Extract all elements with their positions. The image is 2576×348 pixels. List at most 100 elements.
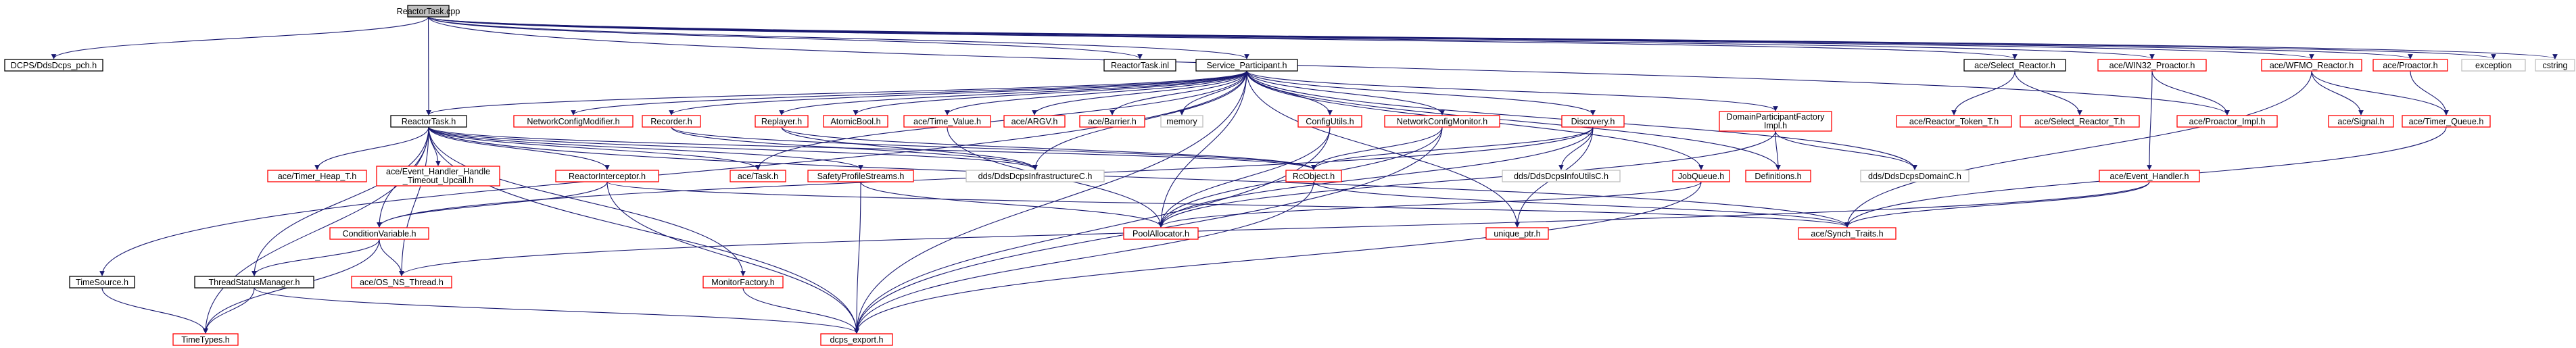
node-label: ReactorTask.h <box>402 117 456 126</box>
node-box <box>2372 59 2448 72</box>
edge-rcobject-to-dcps_export <box>854 181 1314 334</box>
graph-node-barrier[interactable]: ace/Barrier.h <box>1079 115 1145 128</box>
edge <box>779 70 1247 116</box>
graph-node-jobqueue[interactable]: JobQueue.h <box>1672 170 1730 182</box>
edge <box>428 126 1316 170</box>
graph-node-dcps-export[interactable]: dcps_export.h <box>820 333 893 346</box>
graph-node-os-ns-thread[interactable]: ace/OS_NS_Thread.h <box>351 276 452 289</box>
edge-win32_proactor-to-proactor_impl <box>2151 70 2230 116</box>
graph-node-proactor-impl[interactable]: ace/Proactor_Impl.h <box>2176 115 2278 128</box>
graph-node-synch-traits[interactable]: ace/Synch_Traits.h <box>1798 227 1897 240</box>
graph-node-configutils[interactable]: ConfigUtils.h <box>1297 115 1362 128</box>
edge <box>2147 70 2153 170</box>
edge-reactortask_h-to-os_ns_thread <box>399 126 429 276</box>
edge <box>399 126 429 276</box>
graph-node-root[interactable]: ReactorTask.cpp <box>397 5 460 18</box>
graph-node-timetypes[interactable]: TimeTypes.h <box>172 333 239 346</box>
graph-node-unique-ptr[interactable]: unique_ptr.h <box>1485 227 1549 240</box>
edge <box>203 287 255 334</box>
graph-node-cstring: cstring <box>2535 59 2575 72</box>
graph-node-network-config-monitor[interactable]: NetworkConfigMonitor.h <box>1384 115 1500 128</box>
edge-root-to-dcps_pch <box>51 16 429 59</box>
node-box <box>823 115 888 128</box>
graph-node-thread-status-manager[interactable]: ThreadStatusManager.h <box>194 276 314 289</box>
edge <box>671 126 1038 170</box>
node-box <box>820 333 893 346</box>
graph-node-rcobject[interactable]: RcObject.h <box>1285 170 1342 182</box>
edge-service_participant-to-pool_allocator <box>1158 70 1247 228</box>
edge <box>2151 70 2230 116</box>
edge-service_participant-to-task <box>755 70 1247 170</box>
graph-node-win32-proactor[interactable]: ace/WIN32_Proactor.h <box>2097 59 2207 72</box>
edge-wfmo_reactor-to-signal <box>2311 70 2364 116</box>
graph-node-task[interactable]: ace/Task.h <box>730 170 786 182</box>
graph-node-signal[interactable]: ace/Signal.h <box>2328 115 2394 128</box>
edge <box>1313 181 1850 228</box>
node-label: ace/Proactor.h <box>2383 61 2437 70</box>
graph-node-atomicbool[interactable]: AtomicBool.h <box>823 115 888 128</box>
graph-node-wfmo-reactor[interactable]: ace/WFMO_Reactor.h <box>2261 59 2362 72</box>
node-box <box>1719 111 1832 132</box>
graph-node-network-config-modifier[interactable]: NetworkConfigModifier.h <box>513 115 634 128</box>
edge <box>781 126 1316 170</box>
graph-node-reactortask-inl[interactable]: ReactorTask.inl <box>1103 59 1176 72</box>
graph-node-reactortask-h[interactable]: ReactorTask.h <box>390 115 467 128</box>
graph-node-event-handler-upcall[interactable]: ace/Event_Handler_Handle_Timeout_Upcall.… <box>376 166 500 187</box>
node-label: ace/Proactor_Impl.h <box>2189 117 2266 126</box>
edge-reactortask_h-to-rcobject <box>428 126 1316 170</box>
node-label: dds/DdsDcpsDomainC.h <box>1868 172 1961 181</box>
edge-timesource-to-timetypes <box>101 287 208 334</box>
edge-reactortask_h-to-dcps_export <box>428 126 859 334</box>
edge-event_handler-to-synch_traits <box>1844 181 2150 228</box>
graph-node-reactor-interceptor[interactable]: ReactorInterceptor.h <box>555 170 659 182</box>
edge-reactortask_h-to-reactor_interceptor <box>428 126 610 170</box>
node-label: ace/Signal.h <box>2337 117 2384 126</box>
node-box <box>1896 115 2012 128</box>
graph-node-dcps-pch[interactable]: DCPS/DdsDcps_pch.h <box>4 59 103 72</box>
graph-node-service-participant[interactable]: Service_Participant.h <box>1195 59 1298 72</box>
edge-root-to-proactor_impl <box>427 16 2230 116</box>
node-label: ConditionVariable.h <box>343 229 416 239</box>
edge-reactor_interceptor-to-condition_variable <box>377 181 608 228</box>
graph-node-monitor-factory[interactable]: MonitorFactory.h <box>702 276 784 289</box>
graph-node-condition-variable[interactable]: ConditionVariable.h <box>329 227 429 240</box>
graph-node-timesource[interactable]: TimeSource.h <box>69 276 135 289</box>
graph-node-select-reactor[interactable]: ace/Select_Reactor.h <box>1963 59 2066 72</box>
graph-node-memory: memory <box>1160 115 1203 128</box>
graph-node-select-reactor-t[interactable]: ace/Select_Reactor_T.h <box>2020 115 2140 128</box>
graph-node-definitions[interactable]: Definitions.h <box>1745 170 1811 182</box>
node-box <box>1297 115 1362 128</box>
node-box <box>2535 59 2575 72</box>
node-label: DCPS/DdsDcps_pch.h <box>11 61 97 70</box>
edge-select_reactor-to-reactor_token_t <box>1951 70 2016 116</box>
graph-node-timer-queue[interactable]: ace/Timer_Queue.h <box>2402 115 2491 128</box>
edge <box>1775 130 1917 170</box>
node-label: MonitorFactory.h <box>711 278 775 287</box>
graph-node-replayer[interactable]: Replayer.h <box>755 115 809 128</box>
graph-node-time-value[interactable]: ace/Time_Value.h <box>903 115 991 128</box>
graph-node-timer-heap-t[interactable]: ace/Timer_Heap_T.h <box>267 170 367 182</box>
edge <box>1032 70 1247 116</box>
graph-node-proactor[interactable]: ace/Proactor.h <box>2372 59 2448 72</box>
edge <box>742 287 859 334</box>
graph-node-safety-profile-streams[interactable]: SafetyProfileStreams.h <box>807 170 914 182</box>
edge-win32_proactor-to-event_handler <box>2147 70 2153 170</box>
edge-jobqueue-to-pool_allocator <box>1158 181 1702 228</box>
edge-reactortask_h-to-thread_status_manager <box>252 126 429 276</box>
node-box <box>730 170 786 182</box>
edge <box>606 181 859 334</box>
edge-condition_variable-to-thread_status_manager <box>252 239 380 276</box>
edge-service_participant-to-definitions <box>1246 70 1781 170</box>
graph-node-pool-allocator[interactable]: PoolAllocator.h <box>1123 227 1199 240</box>
edge-root-to-win32_proactor <box>427 16 2155 59</box>
graph-node-discovery[interactable]: Discovery.h <box>1561 115 1625 128</box>
graph-node-recorder[interactable]: Recorder.h <box>642 115 701 128</box>
graph-node-event-handler[interactable]: ace/Event_Handler.h <box>2099 170 2200 182</box>
edge <box>428 126 863 170</box>
graph-node-argv[interactable]: ace/ARGV.h <box>1003 115 1066 128</box>
node-label: NetworkConfigMonitor.h <box>1397 117 1487 126</box>
graph-node-reactor-token-t[interactable]: ace/Reactor_Token_T.h <box>1896 115 2012 128</box>
